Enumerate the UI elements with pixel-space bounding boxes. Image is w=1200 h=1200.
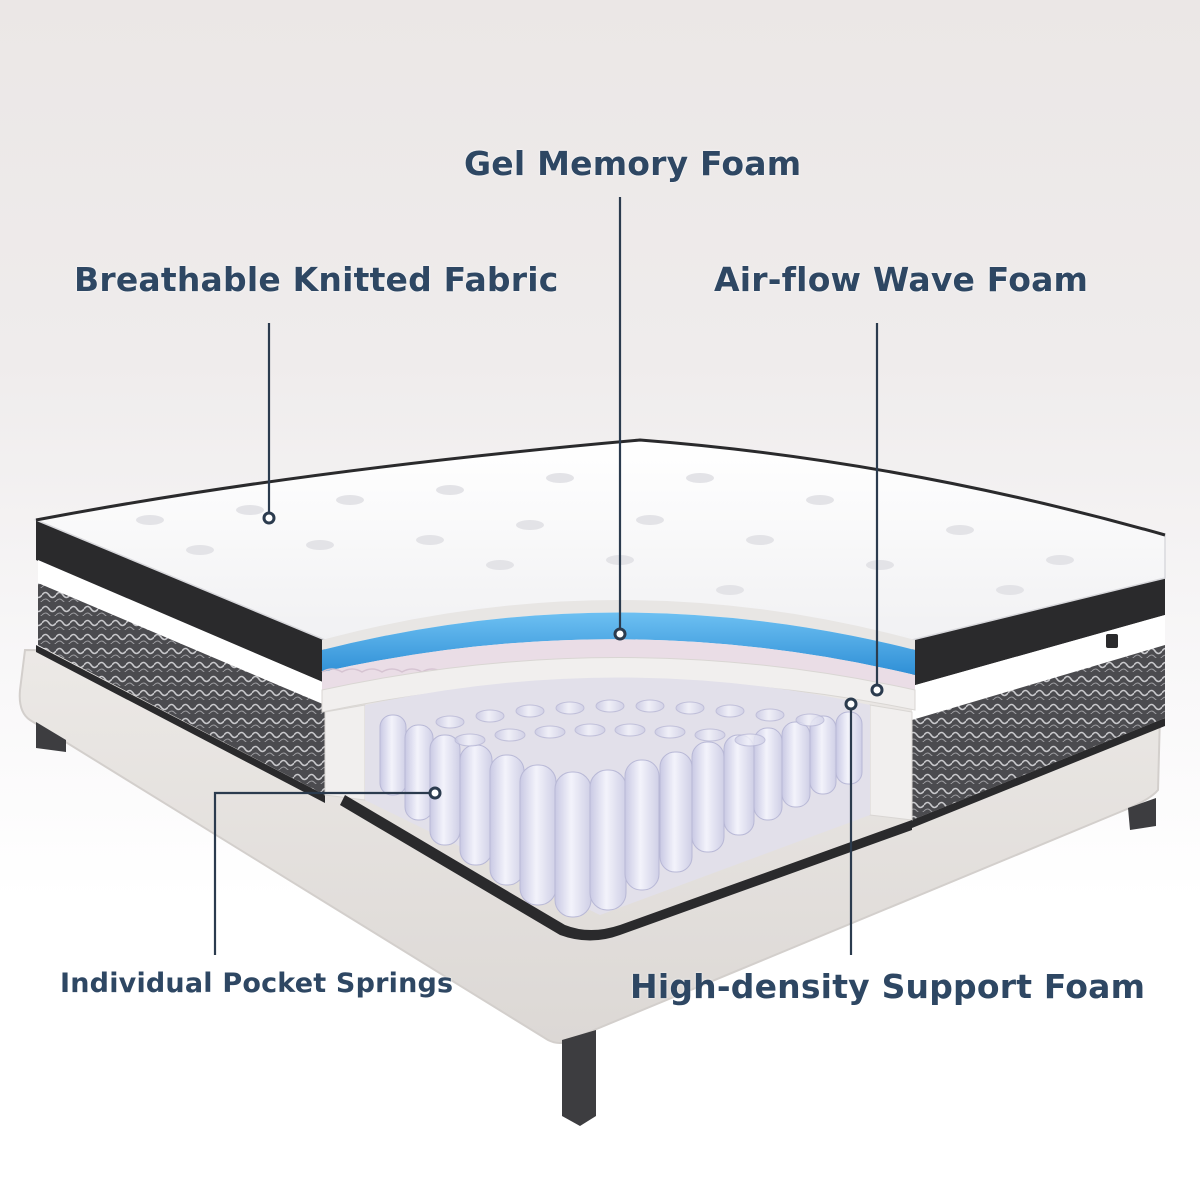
label-individual-pocket-springs: Individual Pocket Springs	[60, 968, 454, 999]
mattress-side-right	[912, 578, 1165, 828]
mattress-side-left	[36, 520, 325, 803]
label-breathable-knitted-fabric: Breathable Knitted Fabric	[74, 260, 559, 299]
label-high-density-support-foam: High-density Support Foam	[630, 967, 1146, 1006]
springs-callout-dot	[428, 786, 442, 800]
pocket-springs	[379, 699, 863, 918]
gel-callout-dot	[613, 627, 627, 641]
brand-tag	[1106, 634, 1118, 648]
fabric-callout-dot	[262, 511, 276, 525]
mattress-top	[33, 438, 1166, 641]
callout-lines	[213, 197, 879, 955]
support-callout-dot	[844, 697, 858, 711]
label-gel-memory-foam: Gel Memory Foam	[464, 144, 802, 183]
gel-foam-layer	[322, 612, 915, 675]
label-air-flow-wave-foam: Air-flow Wave Foam	[714, 260, 1089, 299]
callout-dots	[262, 511, 884, 800]
springs-callout-line	[213, 791, 435, 955]
cutaway-section	[321, 600, 916, 941]
wave-callout-dot	[870, 683, 884, 697]
